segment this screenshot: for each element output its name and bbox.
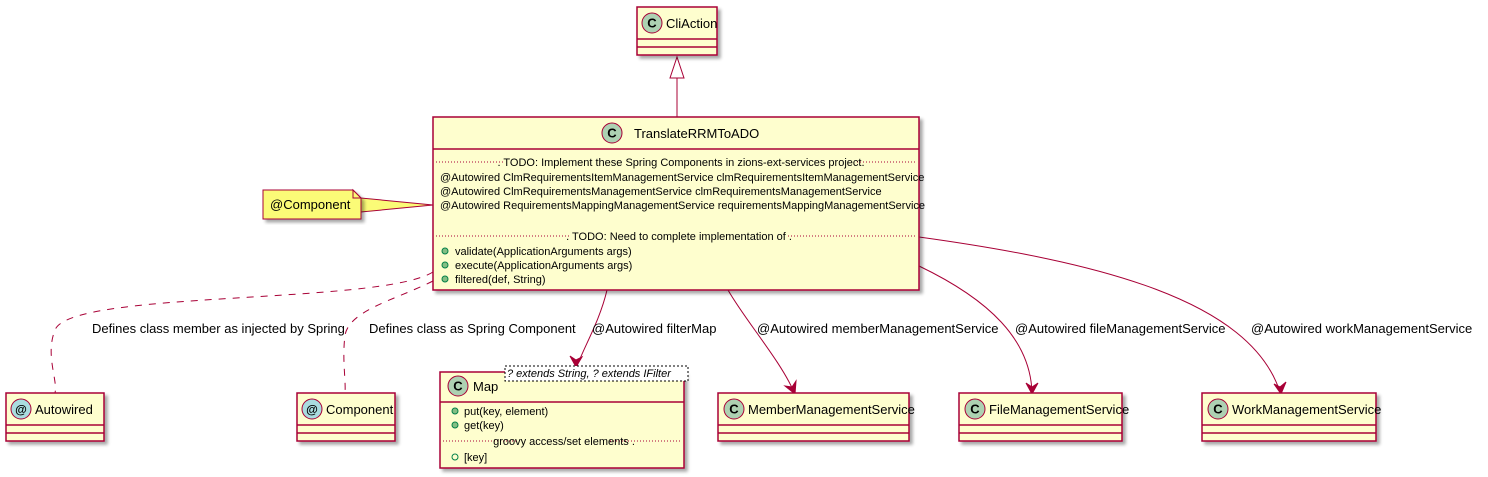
class-spot-letter: @ <box>306 403 318 417</box>
class-map[interactable]: ? extends String, ? extends IFilter C Ma… <box>439 365 689 469</box>
class-spot-letter: C <box>970 402 980 417</box>
class-filemanagementservice[interactable]: C FileManagementService <box>958 392 1129 442</box>
class-name: CliAction <box>666 16 717 31</box>
work-edge <box>918 236 1281 393</box>
method-item: filtered(def, String) <box>455 274 545 286</box>
method-item: validate(ApplicationArguments args) <box>455 246 632 258</box>
generic-box <box>504 365 689 382</box>
autowired-edge-label: Defines class member as injected by Spri… <box>92 321 345 336</box>
section-title-implement: . TODO: Implement these Spring Component… <box>497 157 864 169</box>
public-method-icon <box>451 407 459 415</box>
section-title-groovy: groovy access/set elements . <box>493 436 635 448</box>
class-spot-letter: C <box>607 126 617 141</box>
map-arrowhead <box>569 355 584 369</box>
member-edge-label: @Autowired memberManagementService <box>757 321 999 336</box>
generic-params: ? extends String, ? extends IFilter <box>507 368 672 380</box>
map-edge-label: @Autowired filterMap <box>592 321 716 336</box>
class-name: WorkManagementService <box>1232 402 1381 417</box>
work-edge-label: @Autowired workManagementService <box>1251 321 1472 336</box>
field-item: @Autowired ClmRequirementsManagementServ… <box>440 186 882 198</box>
method-item: [key] <box>464 452 487 464</box>
file-arrowhead <box>1025 382 1039 396</box>
inheritance-edge <box>669 55 685 117</box>
class-name: Component <box>326 402 394 417</box>
file-edge <box>918 265 1033 393</box>
public-method-icon <box>441 261 449 269</box>
class-name: Map <box>473 379 498 394</box>
note-connector <box>360 197 434 213</box>
section-title-complete: . TODO: Need to complete implementation … <box>566 231 792 243</box>
class-name: Autowired <box>35 402 93 417</box>
method-item: put(key, element) <box>464 406 548 418</box>
field-item: @Autowired RequirementsMappingManagement… <box>440 200 925 212</box>
member-arrowhead <box>783 379 797 395</box>
autowired-edge <box>50 271 434 394</box>
edges: Defines class member as injected by Spri… <box>50 55 1472 396</box>
class-name: FileManagementService <box>989 402 1129 417</box>
class-name: MemberManagementService <box>748 402 915 417</box>
class-name: TranslateRRMToADO <box>634 126 759 141</box>
class-cliaction[interactable]: C CliAction <box>636 6 718 56</box>
annotation-component[interactable]: @ Component <box>296 392 396 442</box>
public-method-icon <box>441 247 449 255</box>
component-edge-label: Defines class as Spring Component <box>369 321 576 336</box>
method-item: get(key) <box>464 420 504 432</box>
file-edge-label: @Autowired fileManagementService <box>1015 321 1225 336</box>
public-method-icon <box>451 421 459 429</box>
member-edge <box>727 289 795 393</box>
note-text: @Component <box>270 197 351 212</box>
class-spot-letter: C <box>453 379 463 394</box>
annotation-autowired[interactable]: @ Autowired <box>5 392 105 442</box>
class-spot-letter: C <box>1213 402 1223 417</box>
note-component[interactable]: @Component <box>262 188 363 220</box>
field-item: @Autowired ClmRequirementsItemManagement… <box>440 172 924 184</box>
class-spot-letter: C <box>729 402 739 417</box>
class-workmanagementservice[interactable]: C WorkManagementService <box>1201 392 1381 442</box>
class-spot-letter: @ <box>15 403 27 417</box>
work-arrowhead <box>1273 381 1287 396</box>
class-spot-letter: C <box>647 16 657 31</box>
component-edge <box>343 280 434 394</box>
class-translaterrmtoado[interactable]: C TranslateRRMToADO . TODO: Implement th… <box>432 116 925 291</box>
public-method-icon-outline <box>451 453 459 461</box>
method-item: execute(ApplicationArguments args) <box>455 260 632 272</box>
public-method-icon <box>441 275 449 283</box>
class-membermanagementservice[interactable]: C MemberManagementService <box>717 392 915 442</box>
